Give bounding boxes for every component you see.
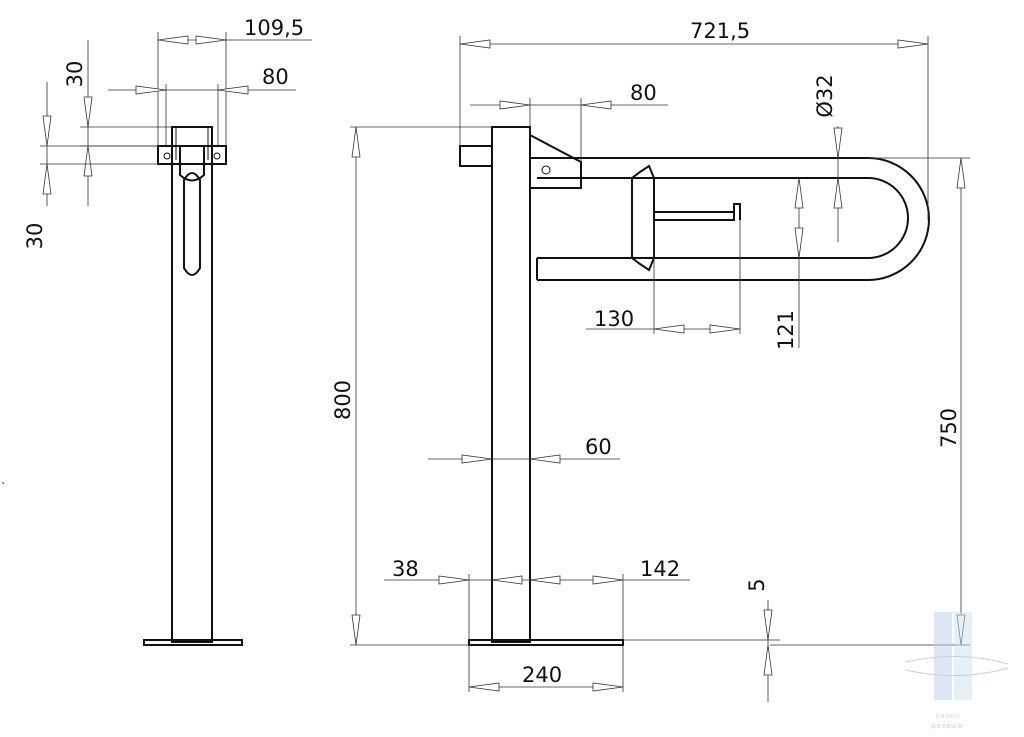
watermark-line2: pasaule: [932, 723, 964, 730]
svg-text:Ø32: Ø32: [813, 74, 837, 117]
label-base-thickness: 5: [745, 578, 769, 591]
dim-side-upper: 30: [63, 40, 172, 206]
label-total-height: 800: [331, 380, 355, 420]
label-loop-height: 121: [774, 310, 798, 350]
diameter-symbol: Ø: [813, 101, 837, 118]
label-holder-length: 130: [594, 307, 634, 331]
sliding-sleeve: [631, 164, 655, 272]
label-base-length: 240: [522, 663, 562, 687]
dim-base-offsets: 38 142: [384, 557, 690, 640]
side-view-bracket: [157, 145, 227, 182]
label-base-left: 38: [392, 557, 419, 581]
dim-side-lower: 30: [23, 82, 158, 249]
dim-total-length: 721,5: [459, 19, 929, 220]
label-side-depth: 109,5: [244, 16, 304, 40]
dim-side-depth: 109,5: [157, 16, 312, 146]
label-side-upper: 30: [63, 61, 87, 88]
label-total-length: 721,5: [690, 19, 750, 43]
side-view-post: [171, 126, 213, 643]
label-bracket-width: 80: [630, 81, 657, 105]
label-side-bracket: 80: [262, 65, 289, 89]
label-base-right: 142: [640, 557, 680, 581]
label-tube-diameter: 32: [813, 74, 837, 101]
paper-holder: [653, 203, 741, 221]
dim-post-width: 60: [428, 435, 620, 464]
grab-bar: [530, 157, 930, 281]
dim-base-thickness: 5: [623, 578, 780, 702]
front-view: 721,5 80 Ø32 130: [331, 19, 970, 702]
label-side-lower: 30: [23, 223, 47, 250]
rear-stub: [459, 145, 493, 167]
dim-holder-length: 130: [586, 220, 741, 334]
side-view-base-plate: [143, 639, 243, 646]
hinge-bracket: [529, 133, 582, 189]
dim-total-height: 800: [331, 126, 492, 646]
side-view: 109,5 80 30 30: [1, 16, 312, 646]
label-handle-height: 750: [937, 408, 961, 448]
dim-handle-height: 750: [770, 157, 970, 646]
dim-side-bracket: 80: [108, 65, 296, 146]
watermark-line1: vannu: [936, 713, 960, 720]
dim-base-length: 240: [468, 645, 624, 692]
post: [491, 126, 531, 643]
side-view-folded-handle: [183, 172, 201, 276]
dim-tube-diameter: Ø32: [813, 74, 843, 242]
base-plate: [468, 639, 624, 646]
dim-loop-height: 121: [774, 177, 804, 350]
label-post-width: 60: [585, 435, 612, 459]
watermark-logo: vannu pasaule: [904, 612, 1009, 730]
dim-bracket-width: 80: [470, 81, 668, 162]
